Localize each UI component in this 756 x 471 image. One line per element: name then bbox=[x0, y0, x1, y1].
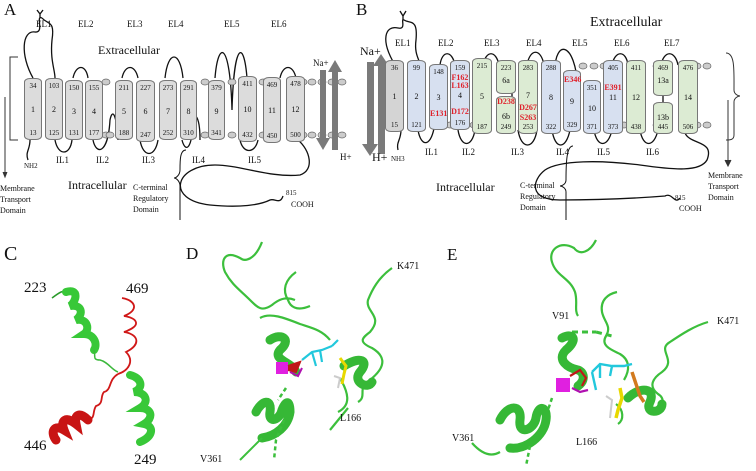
b-el6: EL6 bbox=[614, 38, 630, 48]
a-il2: IL2 bbox=[96, 155, 109, 165]
a-el1: EL1 bbox=[36, 19, 52, 29]
b-il2: IL2 bbox=[462, 147, 475, 157]
b-extracellular-label: Extracellular bbox=[590, 15, 663, 30]
a-il1: IL1 bbox=[56, 155, 69, 165]
b-mutation-d238: D238 bbox=[497, 97, 515, 106]
a-il4: IL4 bbox=[192, 155, 205, 165]
c-label-249: 249 bbox=[134, 452, 157, 468]
b-el5: EL5 bbox=[572, 38, 588, 48]
a-extracellular-label: Extracellular bbox=[98, 43, 160, 57]
d-label-l166: L166 bbox=[340, 413, 362, 424]
b-mutation-d267: D267 bbox=[519, 103, 537, 112]
b-mutation-l163: L163 bbox=[451, 81, 469, 90]
c-label-223: 223 bbox=[24, 280, 47, 296]
e-label-l166: L166 bbox=[576, 437, 598, 448]
b-el4: EL4 bbox=[526, 38, 542, 48]
b-mutation-e391: E391 bbox=[604, 83, 622, 92]
b-il3: IL3 bbox=[511, 147, 524, 157]
a-el6: EL6 bbox=[271, 19, 287, 29]
a-el2: EL2 bbox=[78, 19, 94, 29]
b-h-ion: H+ bbox=[372, 150, 388, 164]
panel-letter-a: A bbox=[4, 0, 17, 19]
a-na-ion: Na+ bbox=[313, 58, 329, 68]
b-c-terminus-residue: 815 bbox=[675, 194, 686, 202]
panel-letter-d: D bbox=[186, 244, 199, 263]
e-label-v361: V361 bbox=[452, 433, 475, 444]
b-mutation-d172: D172 bbox=[451, 107, 469, 116]
panel-letter-e: E bbox=[447, 245, 458, 264]
b-mutation-s263: S263 bbox=[519, 113, 537, 122]
b-n-terminus: NH3 bbox=[391, 155, 405, 163]
a-intracellular-label: Intracellular bbox=[68, 178, 127, 192]
a-c-terminus-residue: 815 bbox=[286, 189, 297, 197]
e-label-k471: K471 bbox=[717, 316, 740, 327]
b-mutation-e131: E131 bbox=[430, 109, 448, 118]
b-il5: IL5 bbox=[597, 147, 610, 157]
e-label-v91: V91 bbox=[552, 311, 570, 322]
b-il1: IL1 bbox=[425, 147, 438, 157]
d-label-k471: K471 bbox=[397, 261, 420, 272]
panel-letter-b: B bbox=[356, 0, 368, 19]
b-el3: EL3 bbox=[484, 38, 500, 48]
a-h-ion: H+ bbox=[340, 152, 352, 162]
a-el5: EL5 bbox=[224, 19, 240, 29]
b-il4: IL4 bbox=[556, 147, 569, 157]
a-el4: EL4 bbox=[168, 19, 184, 29]
b-mutation-f162: F162 bbox=[451, 73, 469, 82]
b-intracellular-label: Intracellular bbox=[436, 180, 495, 194]
b-el7: EL7 bbox=[664, 38, 680, 48]
panel-letter-c: C bbox=[4, 243, 18, 265]
b-na-ion: Na+ bbox=[360, 44, 381, 58]
a-n-terminus: NH2 bbox=[24, 162, 38, 170]
d-label-v361: V361 bbox=[200, 454, 223, 465]
a-c-terminus: COOH bbox=[291, 200, 314, 209]
c-label-469: 469 bbox=[126, 281, 149, 297]
c-label-446: 446 bbox=[24, 438, 47, 454]
a-il5: IL5 bbox=[248, 155, 261, 165]
a-il3: IL3 bbox=[142, 155, 155, 165]
b-il6: IL6 bbox=[646, 147, 659, 157]
b-c-terminus: COOH bbox=[679, 204, 702, 213]
a-el3: EL3 bbox=[127, 19, 143, 29]
b-el1: EL1 bbox=[395, 38, 411, 48]
b-el2: EL2 bbox=[438, 38, 454, 48]
b-mutation-e346: E346 bbox=[564, 75, 582, 84]
